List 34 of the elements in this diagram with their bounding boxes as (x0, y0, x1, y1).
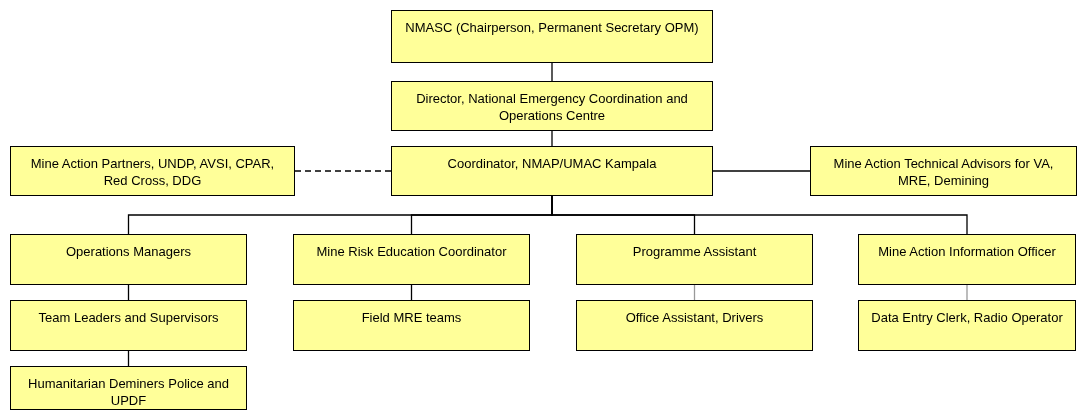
org-box (10, 146, 295, 196)
role-text: Mine Action Information Officer (878, 243, 1056, 260)
role-text: Mine Action Partners, UNDP, AVSI, CPAR, Red Cross, DDG (29, 155, 276, 189)
role-text: Director, National Emergency Coordination and Operations Centre (415, 90, 689, 124)
role-text: Coordinator, NMAP/UMAC Kampala (447, 155, 657, 172)
org-box (858, 300, 1076, 351)
org-box (10, 366, 247, 410)
connector-line (551, 130, 553, 147)
org-box (391, 146, 713, 196)
role-text: Mine Risk Education Coordinator (316, 243, 507, 260)
org-box (391, 81, 713, 131)
connector-line (712, 170, 811, 172)
org-box (858, 234, 1076, 285)
connector-line (551, 62, 553, 82)
role-text: Mine Action Technical Advisors for VA, MRE, Demining (832, 155, 1055, 189)
org-box (576, 300, 813, 351)
role-text: Team Leaders and Supervisors (38, 309, 219, 326)
connector-line (294, 170, 392, 172)
org-box (293, 300, 530, 351)
role-text: Office Assistant, Drivers (625, 309, 764, 326)
org-box (391, 10, 713, 63)
org-box (810, 146, 1077, 196)
org-box (576, 234, 813, 285)
role-text: Data Entry Clerk, Radio Operator (871, 309, 1063, 326)
role-text: Field MRE teams (361, 309, 462, 326)
role-text: Programme Assistant (632, 243, 757, 260)
org-box (10, 300, 247, 351)
role-text: Operations Managers (66, 243, 191, 260)
role-text: Humanitarian Deminers Police and UPDF (27, 375, 230, 409)
role-text: NMASC (Chairperson, Permanent Secretary OPM) (405, 19, 699, 36)
connector-line (966, 284, 968, 301)
org-box (293, 234, 530, 285)
connector-line (551, 195, 968, 235)
org-box (10, 234, 247, 285)
